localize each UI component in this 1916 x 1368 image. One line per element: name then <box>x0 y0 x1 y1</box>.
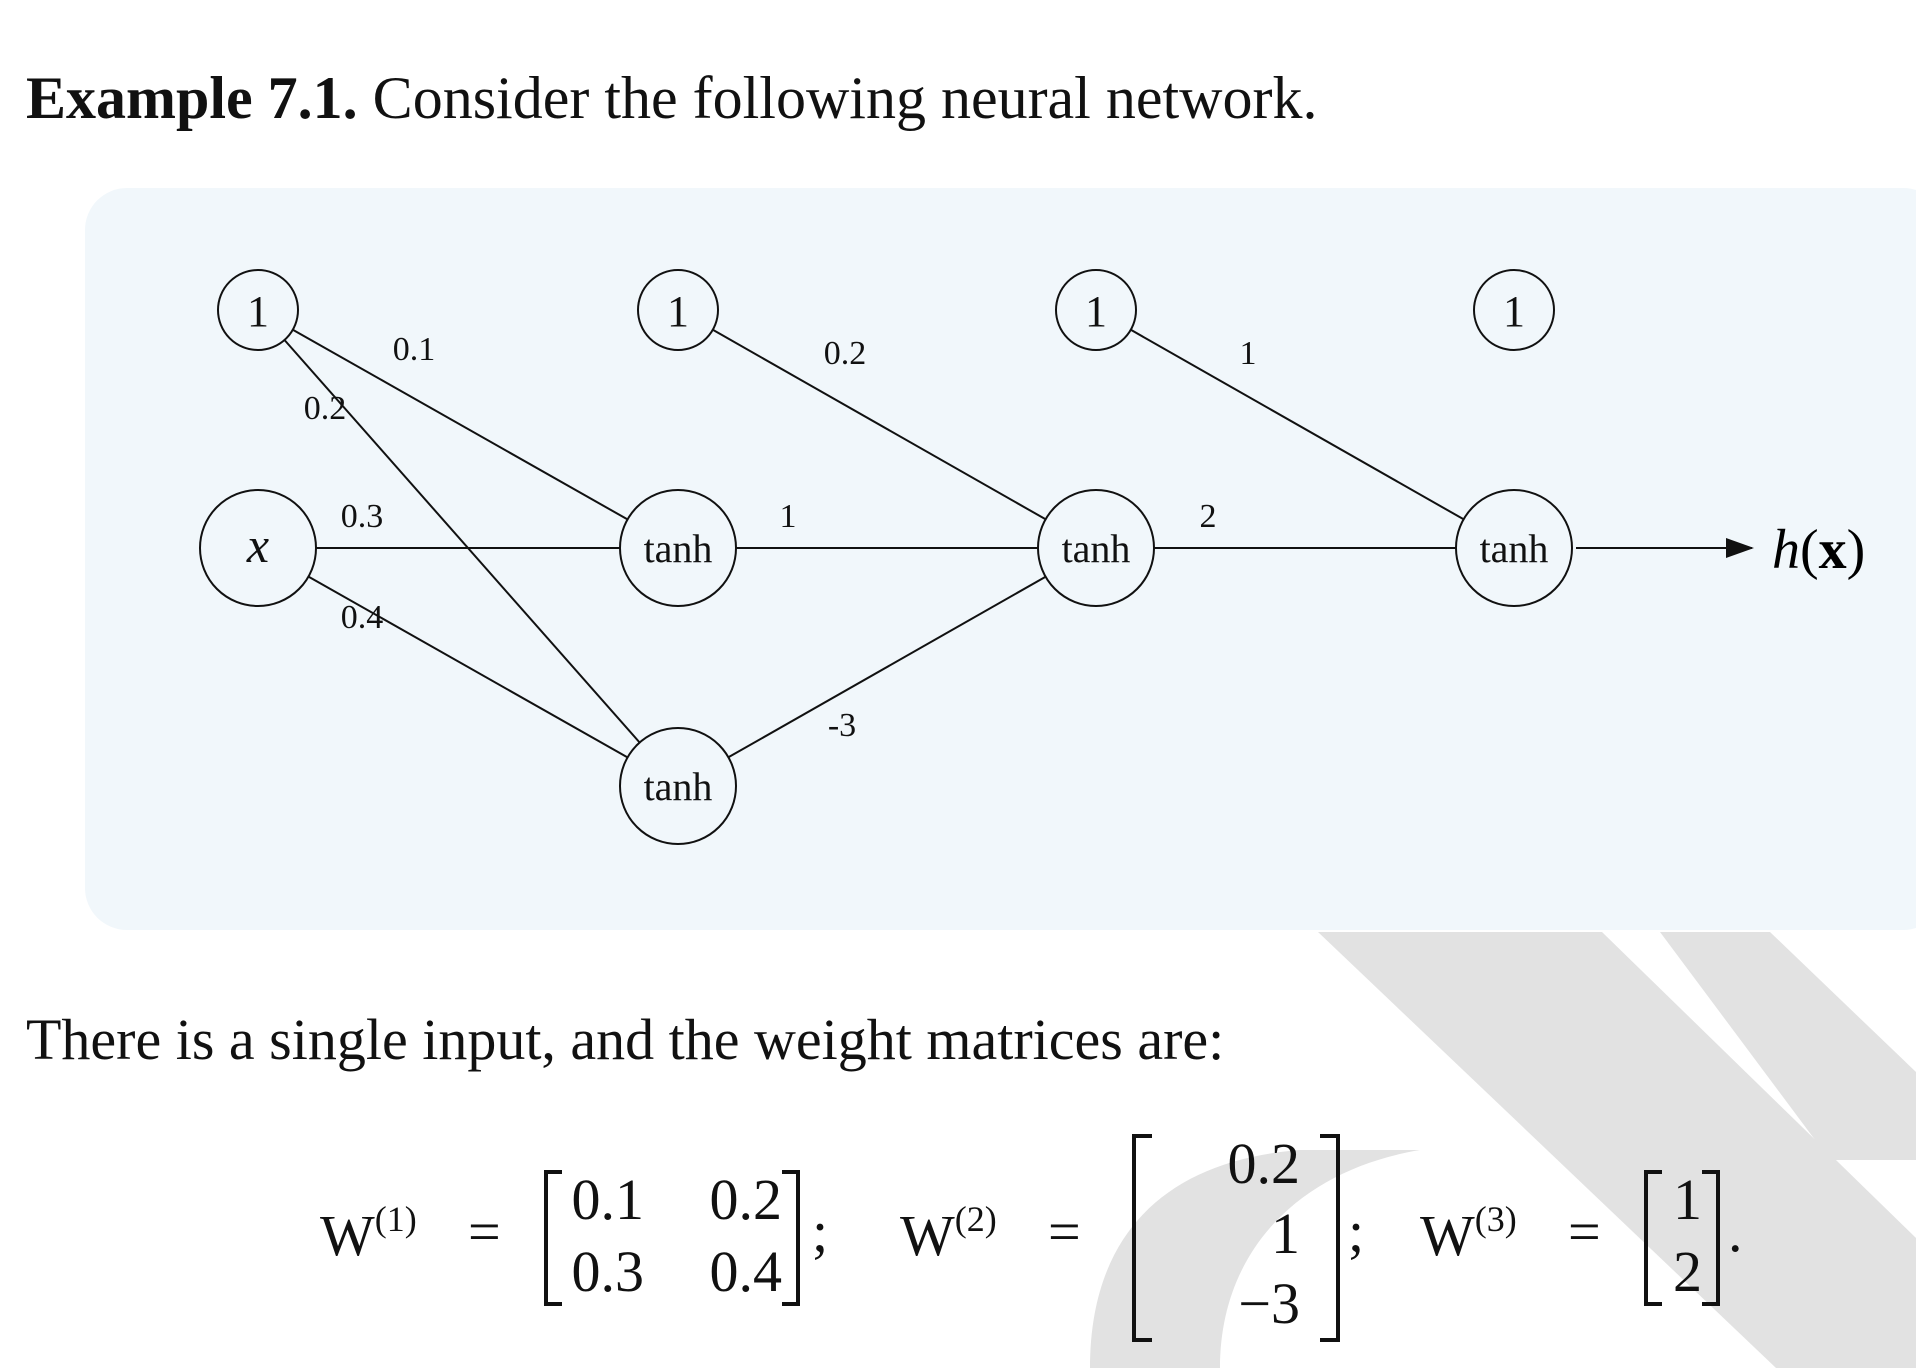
watermark-stroke <box>1660 932 1916 1160</box>
example-heading: Example 7.1. Consider the following neur… <box>26 58 1317 138</box>
node-bias-1 <box>637 269 719 351</box>
matrix-w2-cell: −3 <box>1238 1271 1300 1336</box>
edge-weight-label: 2 <box>1200 498 1217 535</box>
node-label-input-x: x <box>246 517 269 573</box>
edge-weight-label: 0.1 <box>393 331 436 368</box>
edge-bias-0-to-h1-1 <box>292 328 628 521</box>
matrix-w3-separator: . <box>1728 1199 1743 1264</box>
node-label-out: tanh <box>1480 526 1549 571</box>
watermark-stroke <box>1090 1150 1420 1368</box>
matrix-w3-letter: W <box>1420 1203 1475 1268</box>
output-label-close: ) <box>1847 519 1866 581</box>
matrix-w1-bracket-right <box>782 1170 800 1306</box>
node-bias-2 <box>1055 269 1137 351</box>
nodes-layer: 1 x 1 tanh tanh 1 tanh 1 tanh <box>199 269 1573 845</box>
example-label: Example 7.1. <box>26 65 358 131</box>
matrix-w1-separator: ; <box>812 1199 829 1264</box>
node-label-h2-1: tanh <box>1062 526 1131 571</box>
matrix-w2-letter: W <box>900 1203 955 1268</box>
output-label-x: x <box>1819 519 1847 581</box>
edge-bias-1-to-h2-1 <box>712 328 1047 521</box>
matrix-w2-separator: ; <box>1348 1199 1365 1264</box>
matrix-w1-letter: W <box>320 1203 375 1268</box>
equals-sign: = <box>468 1199 501 1264</box>
edge-input-x-to-h1-2 <box>308 575 628 759</box>
matrix-w2-sup: (2) <box>954 1199 997 1239</box>
edges-layer: 0.1 0.2 0.3 0.4 0.2 1 -3 1 2 <box>283 328 1465 759</box>
matrix-w1-cell: 0.4 <box>709 1239 783 1304</box>
node-label-bias-0: 1 <box>247 287 269 336</box>
weight-matrices: W(1) = 0.1 0.2 0.3 0.4 ; W(2) = 0.2 1 −3… <box>320 1120 1780 1360</box>
example-text: Consider the following neural network. <box>372 65 1318 131</box>
matrix-w1-cell: 0.3 <box>571 1239 645 1304</box>
node-h2-1 <box>1037 489 1155 607</box>
matrix-w1-label: W(1) <box>320 1198 417 1269</box>
matrix-w1-cell: 0.2 <box>709 1167 783 1232</box>
matrix-w2-bracket-right <box>1320 1134 1340 1342</box>
matrix-w3-bracket-right <box>1702 1170 1720 1306</box>
matrix-w2-label: W(2) <box>900 1198 997 1269</box>
equals-sign: = <box>1048 1199 1081 1264</box>
matrix-w3-sup: (3) <box>1474 1199 1517 1239</box>
node-label-bias-2: 1 <box>1085 287 1107 336</box>
edge-weight-label: 0.2 <box>824 335 867 372</box>
edge-weight-label: 0.2 <box>304 390 347 427</box>
matrix-w3-bracket-left <box>1644 1170 1662 1306</box>
output-layer: h(x) <box>1576 519 1865 581</box>
node-label-bias-3: 1 <box>1503 287 1525 336</box>
diagram-panel <box>85 188 1916 930</box>
edge-weight-label: 0.4 <box>341 599 384 636</box>
node-bias-3 <box>1473 269 1555 351</box>
matrix-w3-cell: 1 <box>1673 1167 1702 1232</box>
output-label-h: h <box>1772 519 1800 581</box>
node-label-h1-2: tanh <box>644 764 713 809</box>
edge-weight-label: 0.3 <box>341 498 384 535</box>
node-h1-1 <box>619 489 737 607</box>
neural-network-diagram: 0.1 0.2 0.3 0.4 0.2 1 -3 1 2 1 x 1 tanh tanh 1 tanh 1 ta… <box>199 269 1865 845</box>
matrix-w1-bracket-left <box>544 1170 562 1306</box>
body-text: There is a single input, and the weight … <box>26 1007 1225 1072</box>
matrix-w1-sup: (1) <box>374 1199 417 1239</box>
matrix-w3-cell: 2 <box>1673 1239 1702 1304</box>
matrix-w1-cell: 0.1 <box>571 1167 645 1232</box>
matrix-w2-cell: 1 <box>1271 1201 1300 1266</box>
node-h1-2 <box>619 727 737 845</box>
output-label: h(x) <box>1772 519 1865 581</box>
edge-weight-label: 1 <box>780 498 797 535</box>
matrix-w2-bracket-left <box>1132 1134 1152 1342</box>
matrix-w2-cell: 0.2 <box>1227 1131 1301 1196</box>
equals-sign: = <box>1568 1199 1601 1264</box>
edge-bias-2-to-out <box>1130 328 1465 521</box>
output-label-open: ( <box>1800 519 1819 581</box>
node-out <box>1455 489 1573 607</box>
edge-h1-2-to-h2-1 <box>727 575 1047 759</box>
edge-bias-0-to-h1-2 <box>283 339 641 744</box>
matrix-w3-label: W(3) <box>1420 1198 1517 1269</box>
watermark-stroke <box>1318 932 1916 1368</box>
edge-weight-label: -3 <box>828 707 856 744</box>
edge-weight-label: 1 <box>1240 335 1257 372</box>
node-label-h1-1: tanh <box>644 526 713 571</box>
node-input-x <box>199 489 317 607</box>
node-bias-0 <box>217 269 299 351</box>
node-label-bias-1: 1 <box>667 287 689 336</box>
